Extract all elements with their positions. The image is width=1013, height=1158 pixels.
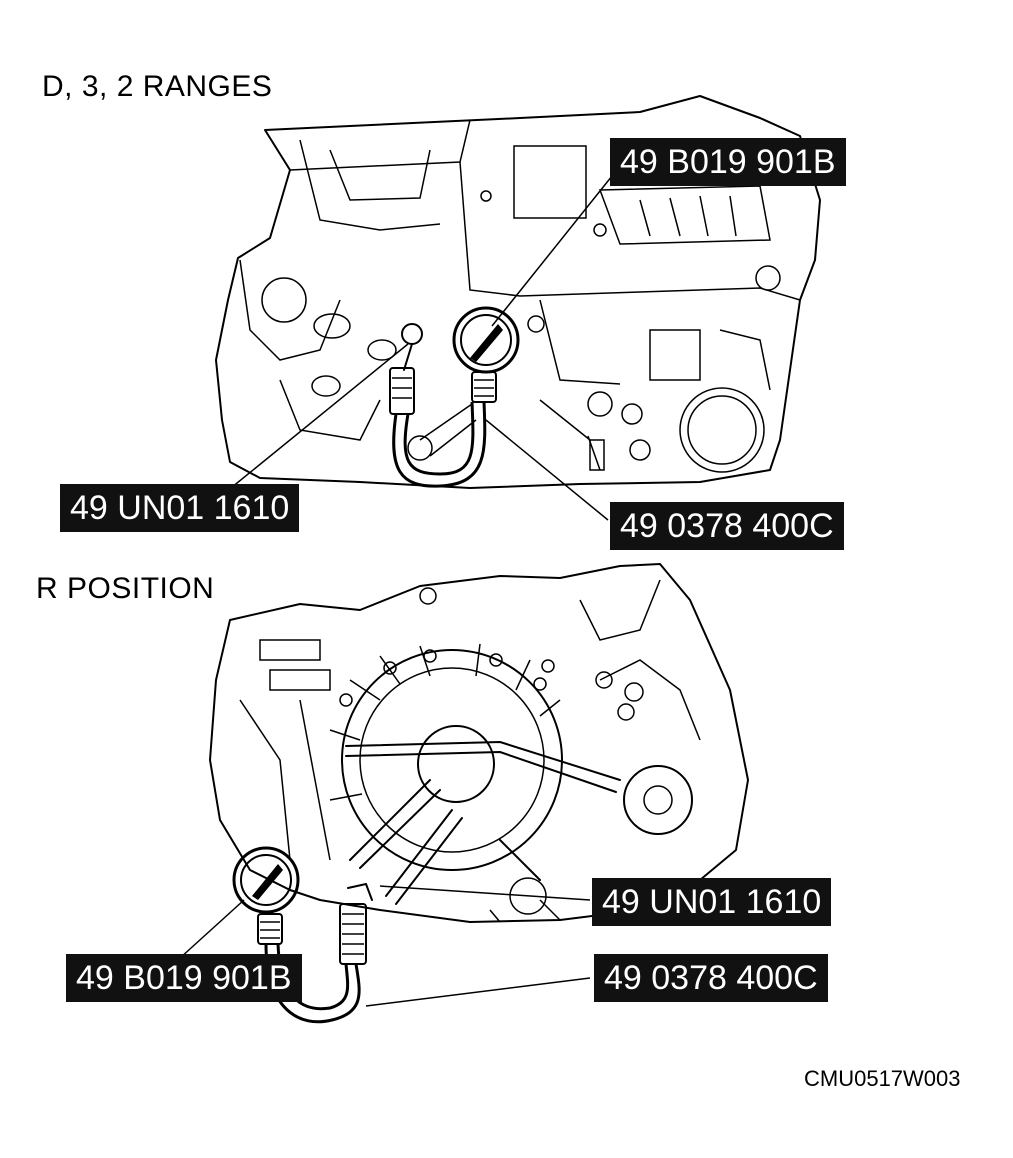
bottom-adapter-part-number: 49 UN01 1610 (592, 878, 832, 926)
top-adapter-leader (225, 343, 409, 493)
bottom-section-title: R POSITION (36, 572, 215, 605)
top-gauge-part-number: 49 B019 901B (610, 138, 846, 186)
top-gauge-needle-icon (470, 324, 503, 362)
bottom-gauge-part-number: 49 B019 901B (66, 954, 302, 1002)
bottom-transaxle-case (209, 563, 749, 923)
top-pressure-gauge-assembly (389, 306, 520, 488)
top-gauge-leader (491, 175, 613, 327)
top-adapter-port (401, 323, 423, 345)
bottom-hose-leader (365, 977, 591, 1007)
bottom-pressure-gauge-assembly (232, 846, 373, 1024)
top-hose-part-number: 49 0378 400C (610, 502, 844, 550)
bottom-gauge-dial (232, 846, 300, 914)
top-section-title: D, 3, 2 RANGES (42, 70, 273, 103)
top-transaxle-case (215, 95, 821, 489)
bottom-gauge-needle-icon (252, 864, 283, 900)
top-hose-leader (485, 419, 609, 521)
top-adapter-part-number: 49 UN01 1610 (60, 484, 300, 532)
bottom-gauge-leader (179, 899, 245, 959)
bottom-hose-part-number: 49 0378 400C (594, 954, 828, 1002)
bottom-adapter-leader (379, 885, 591, 901)
figure-id: CMU0517W003 (804, 1066, 961, 1091)
